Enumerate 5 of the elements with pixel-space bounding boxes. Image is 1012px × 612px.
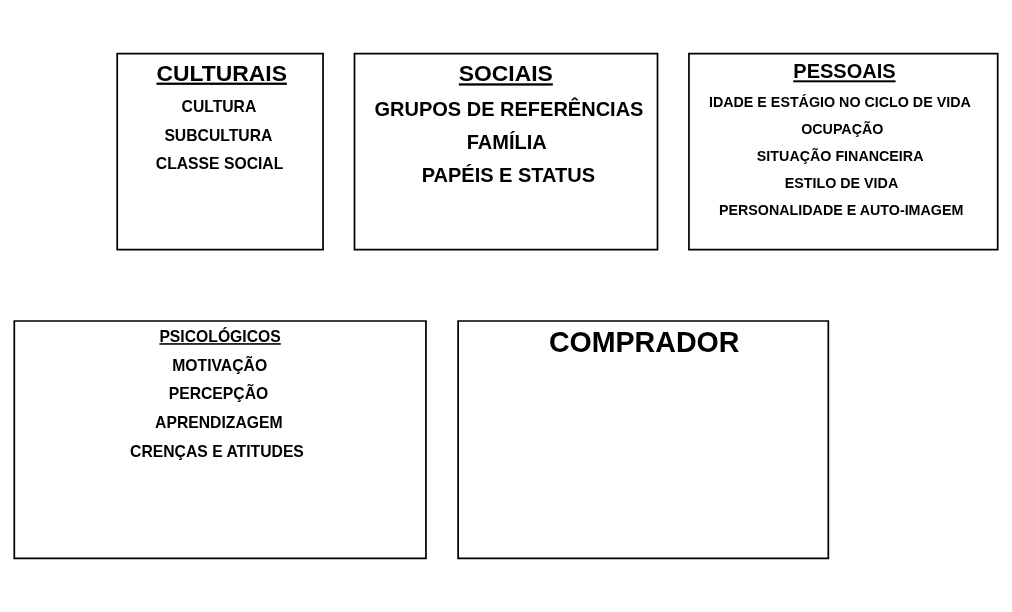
node-box: PESSOAIS IDADE E ESTÁGIO NO CICLO DE VIDA OCUPAÇÃO SITUAÇÃO FINANCEIRA ESTILO DE VIDA PERSONALIDADE E AUTO-IMAGEM — [688, 52, 999, 251]
node-box: COMPRADOR — [457, 320, 830, 560]
node-box: CULTURAIS CULTURA SUBCULTURA CLASSE SOCIAL — [116, 52, 324, 251]
node-box: PSICOLÓGICOS MOTIVAÇÃO PERCEPÇÃO APRENDIZAGEM CRENÇAS E ATITUDES — [13, 320, 427, 560]
node-box: SOCIAIS GRUPOS DE REFERÊNCIAS FAMÍLIA PAPÉIS E STATUS — [353, 52, 659, 251]
